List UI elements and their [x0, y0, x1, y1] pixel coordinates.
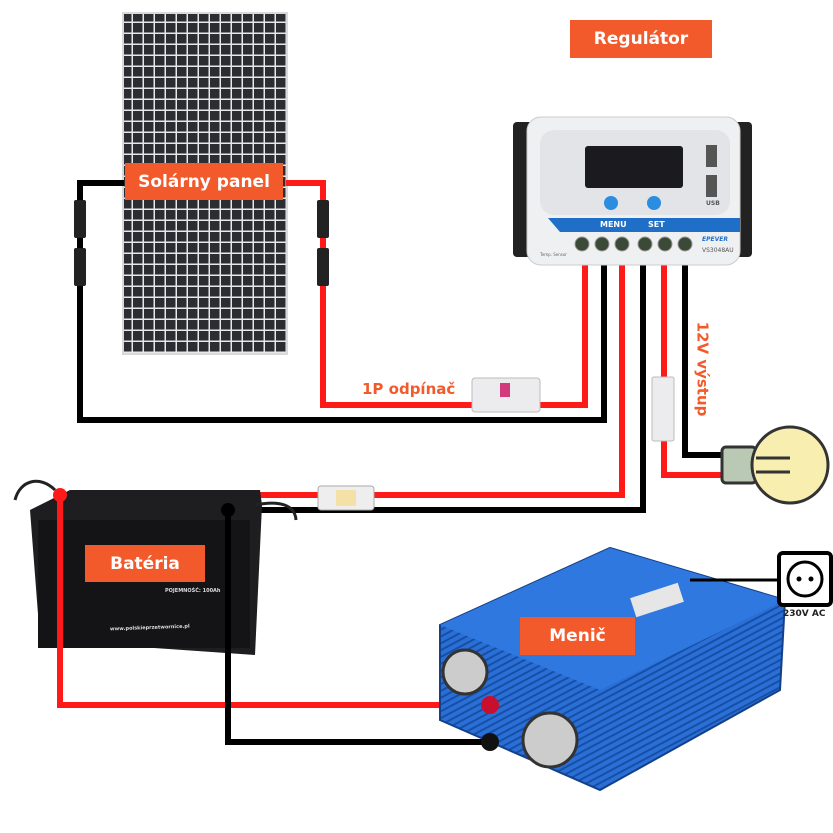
socket-icon	[777, 551, 833, 607]
inverter	[439, 546, 787, 792]
pv-breaker	[471, 377, 541, 413]
pv-negative-wire	[77, 180, 607, 423]
battery-label: Batéria	[85, 545, 205, 582]
charge-regulator	[513, 116, 752, 266]
set-label: SET	[648, 220, 665, 229]
usb-label: USB	[706, 200, 720, 207]
output-12v-label: 12V výstup	[693, 321, 712, 417]
solar-panel-label: Solárny panel	[125, 163, 283, 200]
model-label: VS3048AU	[702, 247, 734, 254]
regulator-label: Regulátor	[570, 20, 712, 58]
bulb-icon	[720, 425, 830, 505]
socket-label: 230V AC	[783, 609, 826, 619]
temp-sensor-label: Temp. Sensor	[540, 252, 567, 257]
inverter-positive-terminal	[481, 696, 499, 714]
mc4-connectors	[74, 200, 329, 286]
inverter-negative-terminal	[481, 733, 499, 751]
load-positive-wire	[661, 262, 722, 478]
inverter-label: Menič	[520, 617, 635, 655]
load-negative-wire	[682, 262, 722, 458]
breaker-label: 1P odpínač	[362, 380, 456, 398]
menu-label: MENU	[600, 220, 627, 229]
brand-logo: EPEVER	[702, 236, 728, 243]
battery-capacity: POJEMNOŚĆ: 100Ah	[165, 588, 221, 594]
load-breaker	[651, 376, 675, 442]
pv-positive-wire	[286, 180, 588, 408]
battery-fuse	[317, 485, 375, 511]
